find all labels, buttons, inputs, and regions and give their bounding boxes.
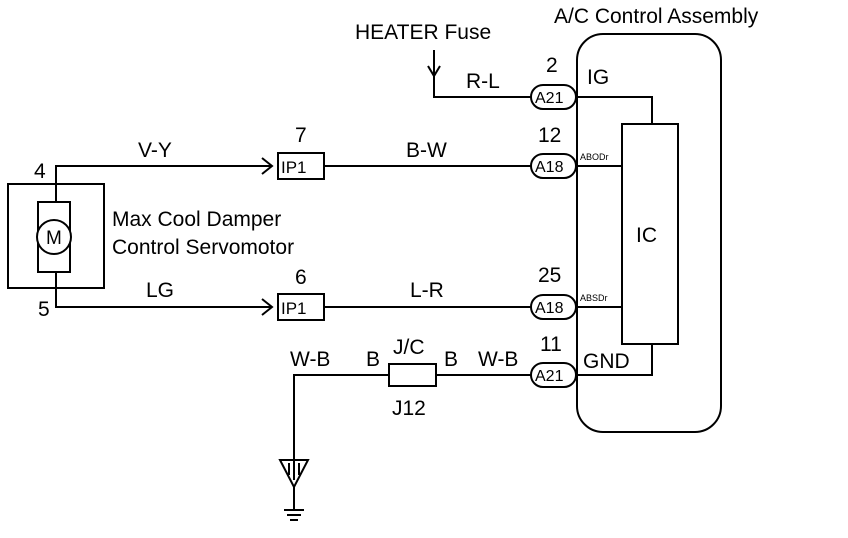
pin-25: 25: [538, 264, 561, 287]
pin-2: 2: [546, 54, 558, 77]
wire-label-w-b-right: W-B: [478, 348, 518, 371]
wire-label-b-w: B-W: [406, 139, 447, 162]
pin-12: 12: [538, 124, 561, 147]
j12-label: J12: [392, 397, 426, 420]
wire-gnd-internal: [576, 344, 653, 376]
wire-v-y: [55, 165, 272, 202]
ip1-bottom-arrow-icon: [261, 298, 274, 316]
connector-a18-top-label: A18: [535, 159, 564, 176]
terminal-ig: IG: [587, 66, 609, 89]
pin-11: 11: [540, 333, 562, 356]
heater-fuse-arrow-icon: [427, 65, 441, 78]
wire-ig-internal: [576, 96, 653, 124]
jc-pin-b-left: B: [366, 348, 380, 371]
ip1-bottom-pin-6: 6: [295, 266, 307, 289]
ip1-bottom-label: IP1: [281, 299, 307, 318]
terminal-absdr: ABSDr: [580, 293, 608, 303]
wire-label-v-y: V-Y: [138, 139, 172, 162]
wire-label-r-l: R-L: [466, 70, 500, 93]
jc-label: J/C: [393, 336, 425, 359]
servomotor-name-line2: Control Servomotor: [112, 236, 294, 259]
servomotor-name-line1: Max Cool Damper: [112, 208, 281, 231]
terminal-abodr: ABODr: [580, 152, 609, 162]
motor-symbol: M: [46, 228, 62, 249]
connector-a21-ig: [530, 84, 577, 110]
ip1-top-label: IP1: [281, 158, 307, 177]
ac-control-assembly-label: A/C Control Assembly: [554, 5, 759, 28]
motor-pin-5: 5: [38, 298, 50, 321]
motor-pin-4: 4: [34, 160, 46, 183]
ic-block: [621, 123, 679, 345]
ip1-top-pin-7: 7: [295, 124, 307, 147]
connector-a21-gnd-label: A21: [535, 368, 564, 385]
wire-label-w-b-left: W-B: [290, 348, 330, 371]
jc-pin-b-right: B: [444, 348, 458, 371]
connector-a21-ig-label: A21: [535, 90, 564, 107]
terminal-gnd: GND: [583, 350, 630, 373]
motor-icon: [36, 219, 72, 255]
ground-icon: [278, 459, 310, 521]
ip1-top-arrow-icon: [261, 157, 274, 175]
ac-control-assembly-box: [576, 33, 722, 433]
junction-connector-j12: [388, 363, 437, 387]
wire-label-l-r: L-R: [410, 279, 444, 302]
wire-lg: [55, 272, 272, 308]
ic-label: IC: [636, 224, 657, 247]
connector-a18-bottom-label: A18: [535, 300, 564, 317]
heater-fuse-label: HEATER Fuse: [355, 21, 491, 44]
wire-w-b-left: [293, 374, 389, 470]
wire-label-lg: LG: [146, 279, 174, 302]
